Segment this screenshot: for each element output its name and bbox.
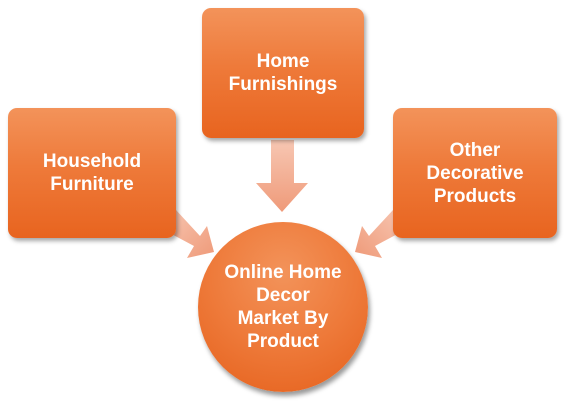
node-home-furnishings-label: Home Furnishings: [228, 51, 338, 95]
arrow-top-to-center: [256, 140, 308, 212]
node-household-furniture-label: Household Furniture: [42, 151, 142, 195]
center-node-market-by-product: Online Home Decor Market By Product: [198, 222, 368, 392]
arrow-right-to-center: [355, 210, 405, 258]
node-household-furniture: Household Furniture: [8, 108, 176, 238]
center-node-label: Online Home Decor Market By Product: [224, 262, 342, 352]
arrow-left-to-center: [164, 210, 214, 258]
node-other-decorative-products: Other Decorative Products: [393, 108, 557, 238]
node-home-furnishings: Home Furnishings: [202, 8, 364, 138]
node-other-decorative-products-label: Other Decorative Products: [426, 139, 524, 207]
